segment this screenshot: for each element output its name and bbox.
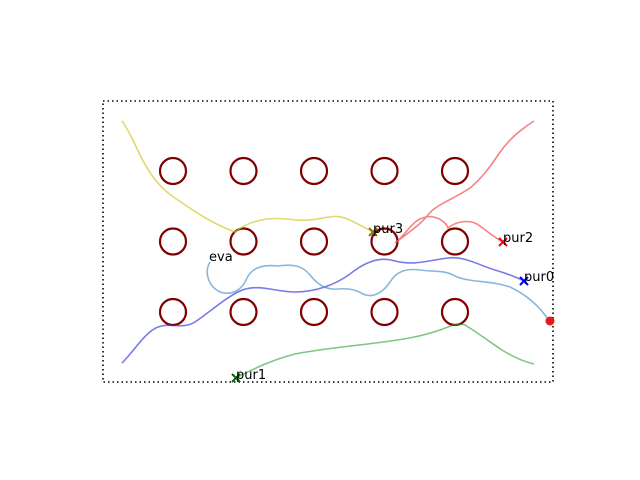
pursuer-3-trajectory bbox=[121, 120, 374, 233]
evader-marker bbox=[545, 316, 555, 326]
obstacle-circle bbox=[158, 156, 188, 186]
obstacle-circle bbox=[158, 297, 188, 327]
pursuer-0-trajectory bbox=[121, 256, 525, 364]
obstacle-circle bbox=[158, 227, 188, 256]
pursuer-1-trajectory bbox=[235, 323, 535, 379]
obstacle-circle bbox=[370, 297, 399, 327]
pursuer-1-marker bbox=[231, 373, 241, 383]
pursuer-1-label: pur1 bbox=[236, 368, 266, 383]
obstacle-grid bbox=[158, 156, 470, 327]
obstacle-circle bbox=[299, 156, 329, 186]
obstacle-circle bbox=[370, 156, 399, 186]
obstacle-circle bbox=[229, 156, 258, 186]
obstacle-circle bbox=[229, 227, 258, 256]
obstacle-circle bbox=[299, 297, 329, 327]
pursuer-0-label: pur0 bbox=[524, 270, 554, 285]
evader-label: eva bbox=[209, 250, 233, 265]
obstacle-circle bbox=[299, 227, 329, 256]
obstacle-circle bbox=[440, 227, 470, 256]
pursuer-2-marker bbox=[498, 237, 508, 247]
arena-border bbox=[102, 100, 554, 383]
obstacle-circle bbox=[229, 297, 258, 327]
pursuer-0-marker bbox=[519, 276, 529, 286]
pursuer-2-trajectory bbox=[394, 120, 535, 244]
obstacle-circle bbox=[440, 156, 470, 186]
pursuer-3-label: pur3 bbox=[373, 222, 403, 237]
pursuer-2-label: pur2 bbox=[503, 231, 533, 246]
pursuer-3-marker bbox=[368, 227, 378, 237]
obstacle-circle bbox=[440, 297, 470, 327]
evader-trajectory bbox=[206, 261, 550, 322]
